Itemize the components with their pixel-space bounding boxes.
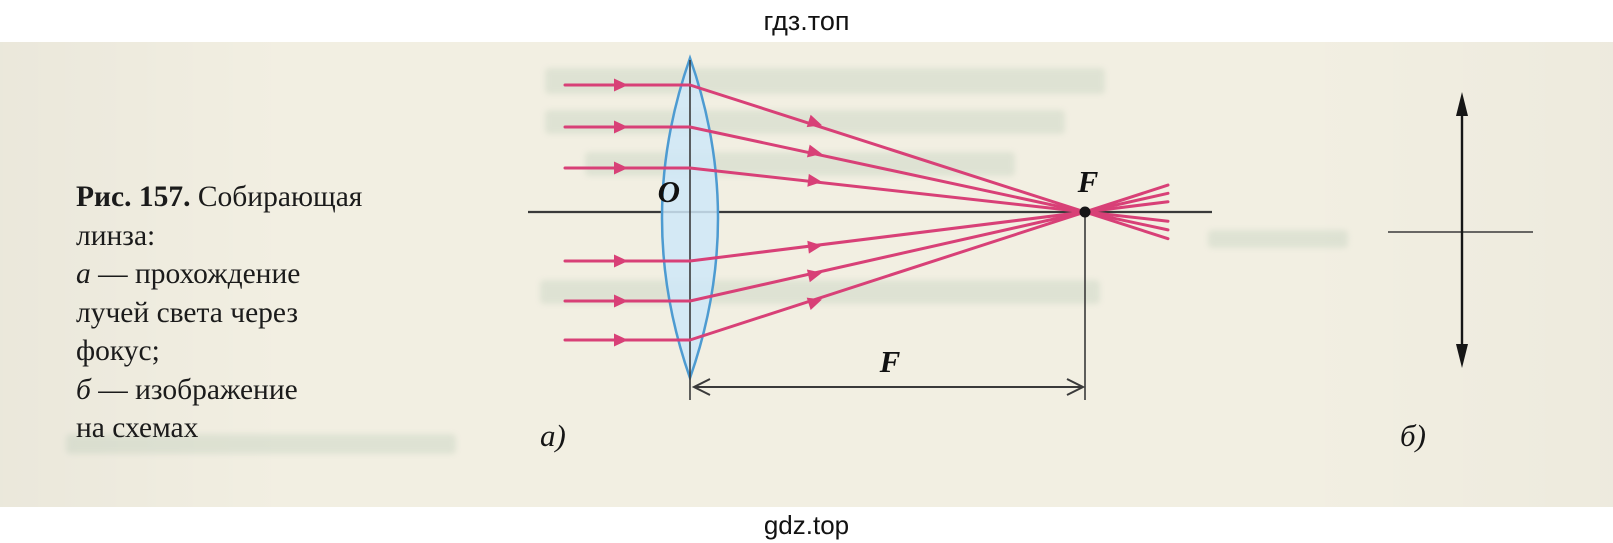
ray-arrowhead [807, 240, 822, 254]
bleed-through [585, 152, 1015, 176]
caption-line-2: линза: [76, 219, 156, 252]
ray-arrowhead [807, 173, 822, 187]
converging-lens [660, 54, 720, 382]
watermark-top-text: гдз.топ [763, 5, 850, 36]
lens-center-label: O [658, 174, 680, 209]
caption-item-a: а — прохождение [76, 258, 301, 290]
dimension-arrow-left [691, 378, 711, 396]
dimension-arrow-right [1066, 378, 1086, 396]
watermark-top: гдз.топ [0, 0, 1613, 42]
ray-arrowhead [614, 254, 628, 268]
caption-line-1: Рис. 157. Собирающая [76, 181, 363, 213]
refracted-ray [688, 125, 1170, 232]
focal-distance-label: F [879, 344, 901, 379]
schematic-arrow-down [1456, 344, 1468, 368]
bleed-through [66, 434, 456, 454]
schematic-arrow-up [1456, 92, 1468, 116]
ray-arrowhead [614, 333, 628, 347]
item-b-letter: б [76, 373, 91, 406]
focal-point-dot [1079, 206, 1091, 218]
figure-caption: Рис. 157. Собирающая линза: а — прохожде… [76, 178, 516, 448]
lens-schematic-symbol [1388, 92, 1533, 368]
item-a-letter: а [76, 258, 91, 290]
watermark-bottom-text: gdz.top [763, 509, 850, 540]
focal-distance-dimension: F [691, 344, 1086, 396]
caption-line-7: на схемах [76, 412, 199, 444]
panel-a-label: а) [540, 418, 566, 453]
caption-item-b: б — изображение [76, 373, 298, 406]
bleed-through [540, 280, 1100, 304]
bleed-through [545, 110, 1065, 134]
watermark-bottom: gdz.top [0, 507, 1613, 543]
panel-b-label: б) [1400, 418, 1426, 453]
figure-number: Рис. 157. [76, 181, 191, 213]
refracted-ray [688, 200, 1170, 263]
caption-line-4: лучей света через [76, 296, 299, 329]
bleed-through [545, 68, 1105, 94]
focal-point-label: F [1077, 164, 1099, 199]
scan-area: Рис. 157. Собирающая линза: а — прохожде… [0, 42, 1613, 507]
caption-line-5: фокус; [76, 335, 160, 367]
refracted-ray [688, 183, 1170, 342]
bleed-through [1208, 230, 1348, 248]
